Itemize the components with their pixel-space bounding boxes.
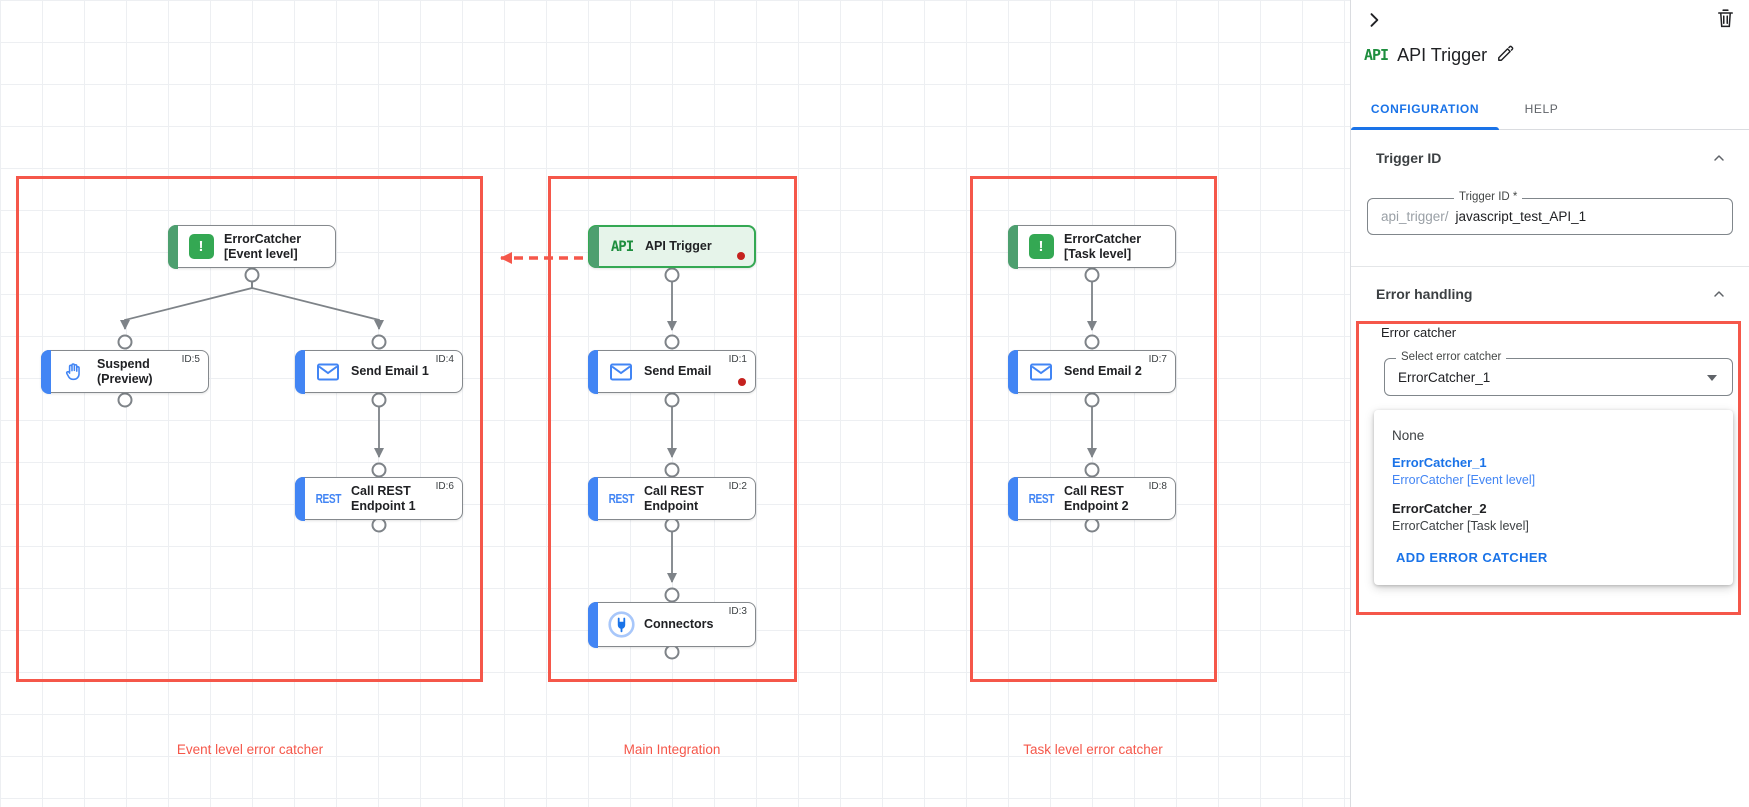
node-connectors[interactable]: Connectors ID:3 xyxy=(587,601,756,648)
email-icon xyxy=(1026,362,1056,382)
node-send-email-2[interactable]: Send Email 2 ID:7 xyxy=(1007,349,1176,394)
node-error-catcher-task-level[interactable]: ! ErrorCatcher[Task level] xyxy=(1007,224,1176,269)
email-icon xyxy=(606,362,636,382)
connectors-icon xyxy=(606,611,636,638)
caption-main-integration: Main Integration xyxy=(623,742,721,757)
section-trigger-id: Trigger ID xyxy=(1376,150,1442,166)
error-indicator-dot xyxy=(737,252,745,260)
node-title: Send Email xyxy=(644,364,712,378)
api-badge-icon: API xyxy=(1364,46,1389,64)
panel-tabs: CONFIGURATION HELP xyxy=(1351,88,1749,130)
node-accent-bar xyxy=(40,349,51,394)
integration-canvas[interactable]: ! ErrorCatcher[Event level] Suspend(Prev… xyxy=(0,0,1350,807)
error-catcher-dropdown-menu: None ErrorCatcher_1 ErrorCatcher [Event … xyxy=(1374,410,1733,585)
collapse-trigger-id-icon[interactable] xyxy=(1711,150,1727,169)
node-id-badge: ID:7 xyxy=(1148,354,1167,365)
node-title: Connectors xyxy=(644,617,714,631)
node-accent-bar xyxy=(294,476,305,521)
node-title: Send Email 2 xyxy=(1064,364,1142,378)
suspend-hand-icon xyxy=(59,361,89,383)
trigger-id-value: javascript_test_API_1 xyxy=(1455,209,1587,224)
rest-icon: REST xyxy=(1028,491,1054,506)
node-accent-bar xyxy=(1007,349,1018,394)
node-accent-bar xyxy=(294,349,305,394)
node-id-badge: ID:2 xyxy=(728,481,747,492)
node-accent-bar xyxy=(587,601,598,648)
trigger-id-label: Trigger ID * xyxy=(1454,191,1523,203)
menu-option-none[interactable]: None xyxy=(1392,428,1425,443)
rest-icon: REST xyxy=(608,491,634,506)
select-value: ErrorCatcher_1 xyxy=(1398,369,1491,385)
caption-event-level: Event level error catcher xyxy=(176,742,324,757)
error-catcher-icon: ! xyxy=(186,234,216,259)
delete-trash-icon[interactable] xyxy=(1716,8,1735,32)
api-trigger-icon: API xyxy=(610,238,634,255)
add-error-catcher-button[interactable]: ADD ERROR CATCHER xyxy=(1396,550,1548,565)
node-suspend-preview[interactable]: Suspend(Preview) ID:5 xyxy=(40,349,209,394)
node-id-badge: ID:4 xyxy=(435,354,454,365)
node-title: API Trigger xyxy=(645,239,712,253)
node-accent-bar xyxy=(1007,476,1018,521)
panel-title: API Trigger xyxy=(1397,44,1488,65)
node-id-badge: ID:1 xyxy=(728,354,747,365)
tab-configuration[interactable]: CONFIGURATION xyxy=(1351,88,1499,130)
select-error-catcher-label: Select error catcher xyxy=(1396,351,1507,363)
group-event-level-error-catcher xyxy=(16,176,483,682)
chevron-down-icon xyxy=(1707,375,1717,381)
trigger-id-prefix: api_trigger/ xyxy=(1381,209,1449,224)
error-catcher-icon: ! xyxy=(1026,234,1056,259)
node-title: ErrorCatcher[Task level] xyxy=(1064,231,1142,261)
collapse-error-handling-icon[interactable] xyxy=(1711,286,1727,305)
node-accent-bar xyxy=(1007,224,1018,269)
node-title: Suspend(Preview) xyxy=(97,356,153,386)
caption-task-level: Task level error catcher xyxy=(1023,742,1163,757)
trigger-id-input[interactable]: Trigger ID * api_trigger/ javascript_tes… xyxy=(1367,191,1733,235)
rest-icon: REST xyxy=(315,491,341,506)
node-error-catcher-event-level[interactable]: ! ErrorCatcher[Event level] xyxy=(167,224,336,269)
node-send-email-1[interactable]: Send Email 1 ID:4 xyxy=(294,349,463,394)
error-catcher-highlight-box xyxy=(1356,321,1741,615)
node-title: ErrorCatcher[Event level] xyxy=(224,231,302,261)
group-main-integration xyxy=(548,176,797,682)
node-title: Send Email 1 xyxy=(351,364,429,378)
node-accent-bar xyxy=(587,349,598,394)
node-accent-bar xyxy=(167,224,178,269)
email-icon xyxy=(313,362,343,382)
node-api-trigger[interactable]: API API Trigger xyxy=(588,225,756,268)
config-panel: API API Trigger CONFIGURATION HELP Trigg… xyxy=(1350,0,1749,807)
edit-pencil-icon[interactable] xyxy=(1496,44,1515,66)
node-accent-bar xyxy=(587,476,598,521)
error-catcher-label: Error catcher xyxy=(1381,325,1457,340)
node-id-badge: ID:3 xyxy=(728,606,747,617)
menu-option-errorcatcher-2[interactable]: ErrorCatcher_2 ErrorCatcher [Task level] xyxy=(1392,501,1529,533)
group-task-level-error-catcher xyxy=(970,176,1217,682)
node-id-badge: ID:5 xyxy=(181,354,200,365)
error-indicator-dot xyxy=(738,378,746,386)
menu-option-errorcatcher-1[interactable]: ErrorCatcher_1 ErrorCatcher [Event level… xyxy=(1392,455,1536,487)
node-accent-bar xyxy=(588,225,599,268)
divider xyxy=(1351,266,1749,267)
node-id-badge: ID:8 xyxy=(1148,481,1167,492)
node-send-email[interactable]: Send Email ID:1 xyxy=(587,349,756,394)
collapse-panel-icon[interactable] xyxy=(1364,10,1384,33)
error-catcher-select[interactable]: Select error catcher ErrorCatcher_1 xyxy=(1384,351,1733,396)
section-error-handling: Error handling xyxy=(1376,286,1473,302)
node-id-badge: ID:6 xyxy=(435,481,454,492)
tab-help[interactable]: HELP xyxy=(1524,101,1559,116)
